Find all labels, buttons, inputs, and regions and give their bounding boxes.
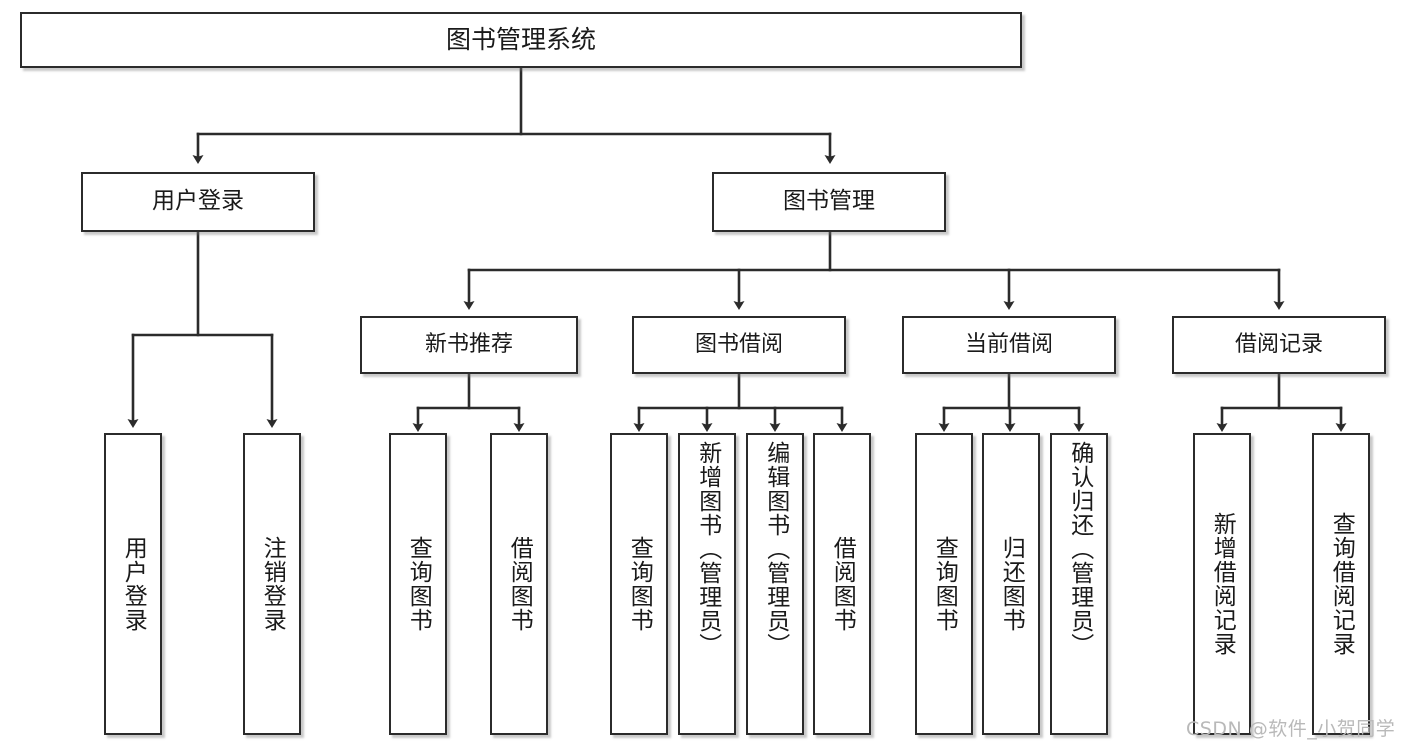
leaf-book-borrow-add-book-admin[interactable]: 新增图书（管理员） [678,433,736,735]
node-label: 查询图书 [405,536,432,632]
node-user-login[interactable]: 用户登录 [81,172,315,232]
leaf-borrow-record-query-record[interactable]: 查询借阅记录 [1312,433,1370,735]
leaf-book-borrow-edit-book-admin[interactable]: 编辑图书（管理员） [746,433,804,735]
leaf-current-borrow-confirm-return-admin[interactable]: 确认归还（管理员） [1050,433,1108,735]
node-label: 归还图书 [998,536,1025,632]
node-book-management[interactable]: 图书管理 [712,172,946,232]
node-label: 图书管理系统 [445,25,596,55]
leaf-user-login-login[interactable]: 用户登录 [104,433,162,735]
node-label: 当前借阅 [964,332,1053,358]
leaf-borrow-record-add-record[interactable]: 新增借阅记录 [1193,433,1251,735]
node-label: 图书管理 [783,188,875,215]
node-label: 用户登录 [152,188,244,215]
csdn-watermark: CSDN @软件_小贺同学 [1186,718,1396,740]
node-label: 图书借阅 [694,332,783,358]
node-label: 借阅图书 [506,536,533,632]
leaf-new-book-borrow-book[interactable]: 借阅图书 [490,433,548,735]
node-label: 确认归还（管理员） [1066,441,1093,657]
node-label: 新书推荐 [424,332,513,358]
node-label: 新增借阅记录 [1209,512,1236,656]
node-label: 用户登录 [120,536,147,632]
node-book-borrow[interactable]: 图书借阅 [632,316,846,374]
node-current-borrow[interactable]: 当前借阅 [902,316,1116,374]
leaf-book-borrow-borrow-book[interactable]: 借阅图书 [813,433,871,735]
node-label: 查询图书 [626,536,653,632]
node-root-book-management-system[interactable]: 图书管理系统 [20,12,1022,68]
node-label: 编辑图书（管理员） [762,441,789,657]
leaf-new-book-query-book[interactable]: 查询图书 [389,433,447,735]
node-label: 借阅图书 [829,536,856,632]
node-label: 查询图书 [931,536,958,632]
node-label: 新增图书（管理员） [694,441,721,657]
node-label: 注销登录 [259,536,286,632]
node-label: 查询借阅记录 [1328,512,1355,656]
node-label: 借阅记录 [1234,332,1323,358]
leaf-current-borrow-query-book[interactable]: 查询图书 [915,433,973,735]
leaf-user-login-logout[interactable]: 注销登录 [243,433,301,735]
leaf-current-borrow-return-book[interactable]: 归还图书 [982,433,1040,735]
node-borrow-record[interactable]: 借阅记录 [1172,316,1386,374]
node-new-book-recommend[interactable]: 新书推荐 [360,316,578,374]
leaf-book-borrow-query-book[interactable]: 查询图书 [610,433,668,735]
